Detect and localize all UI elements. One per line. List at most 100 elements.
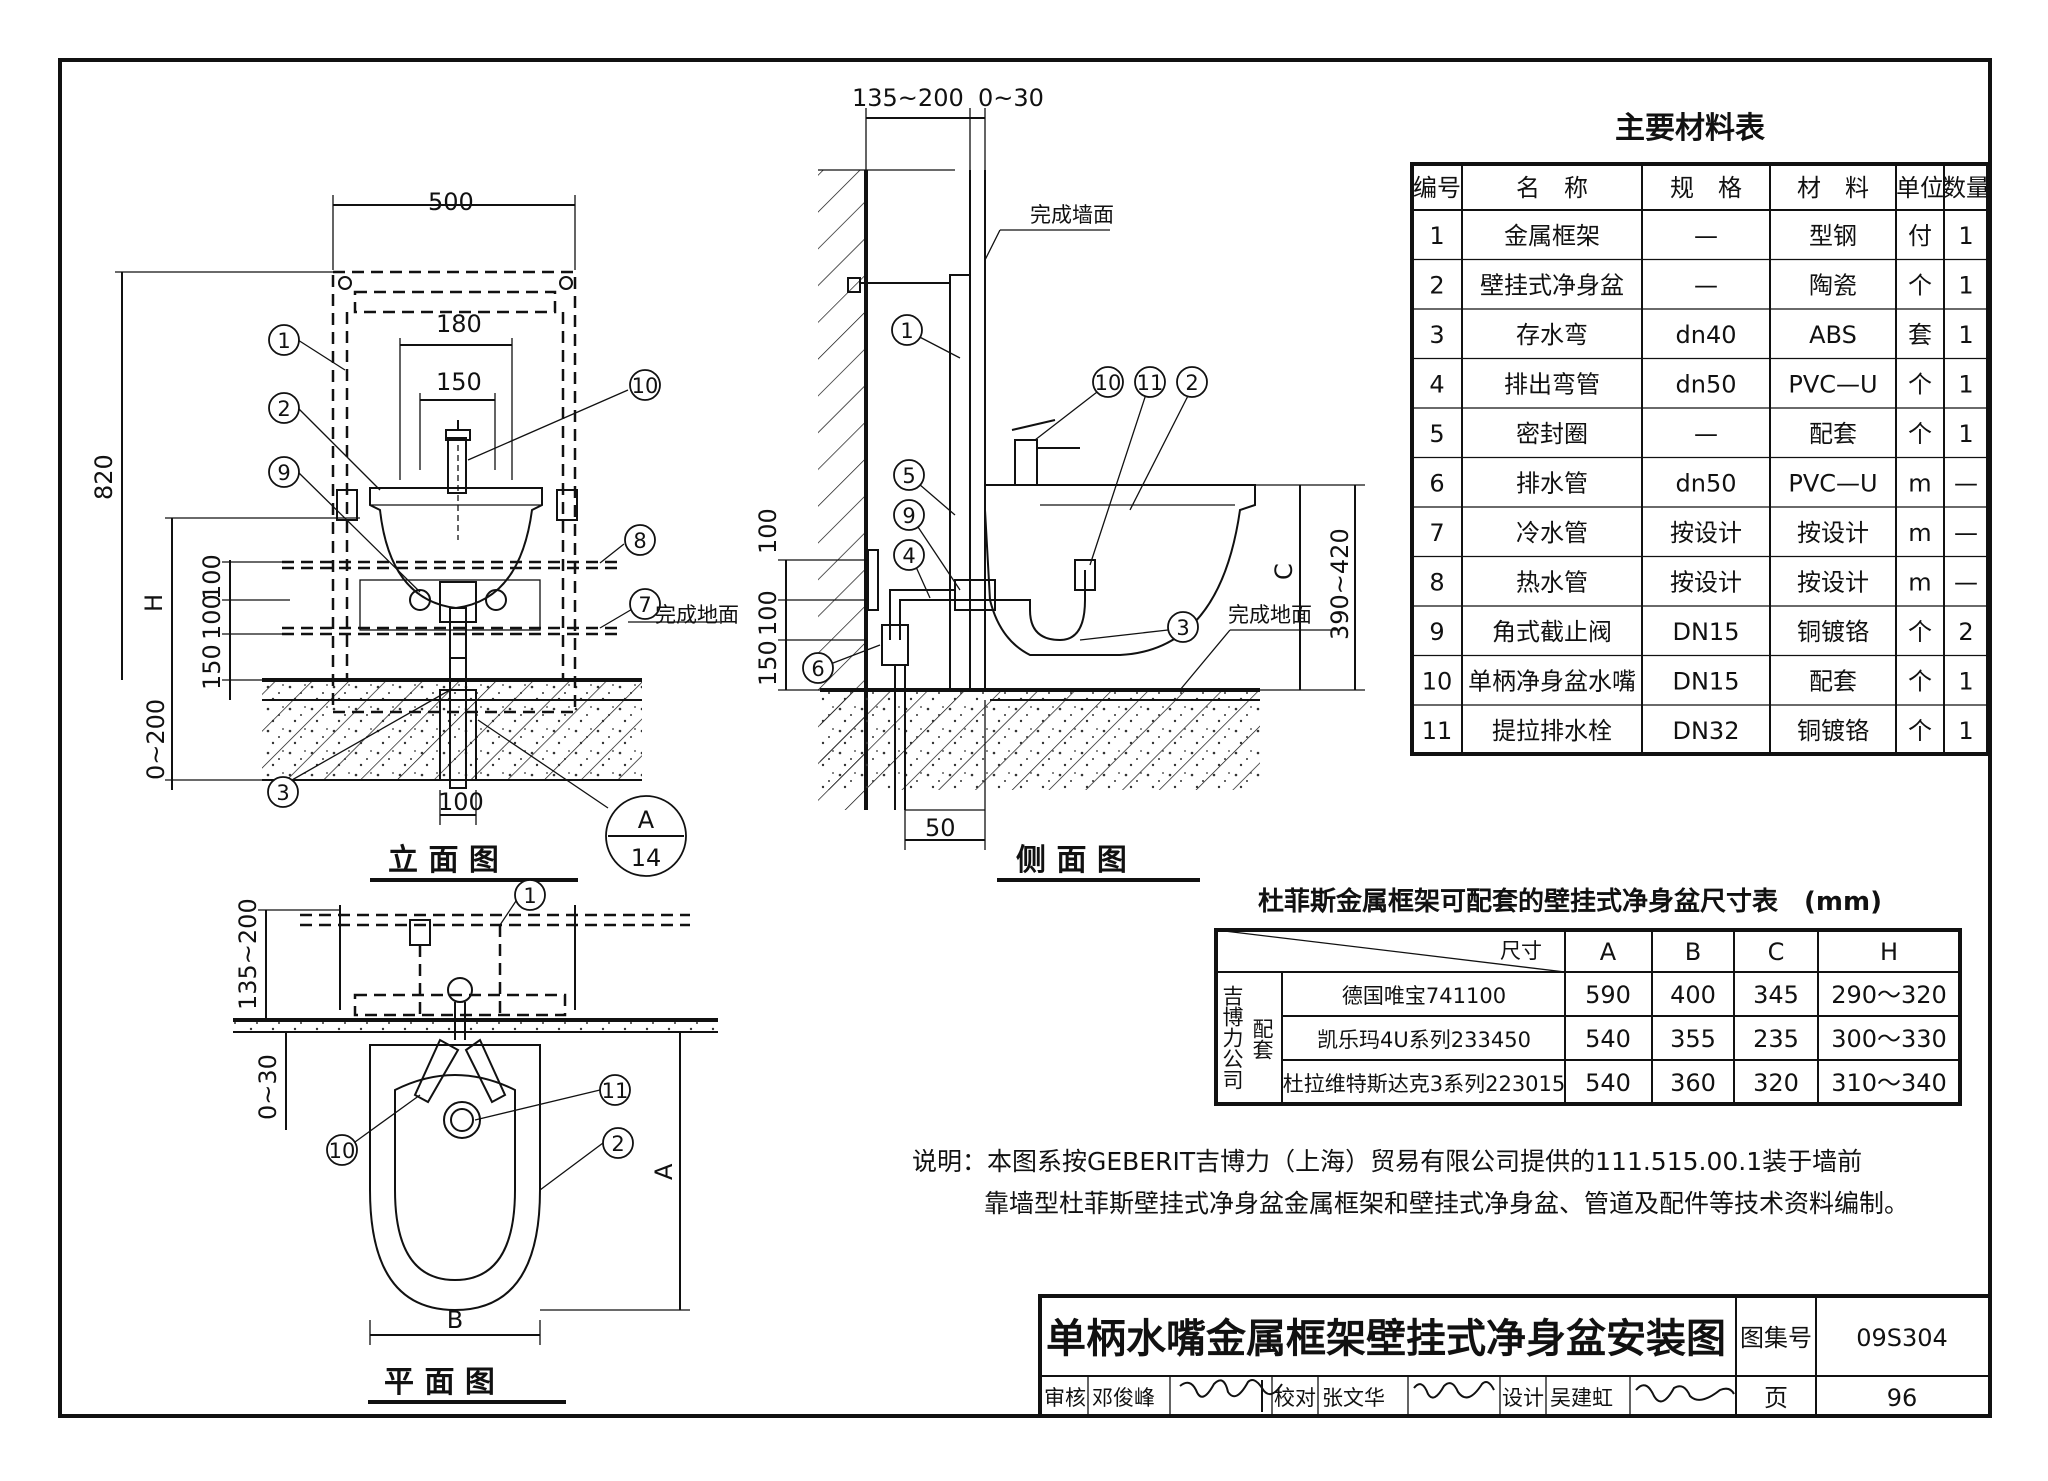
front-callout-10	[629, 369, 661, 401]
front-callout-2-text: 2	[277, 397, 290, 421]
size-cell: 540	[1585, 1025, 1631, 1053]
side-dim-top2: 0~30	[978, 84, 1044, 112]
side-callout-2	[1176, 366, 1208, 398]
materials-cell: 套	[1908, 321, 1932, 349]
size-cell: 590	[1585, 981, 1631, 1009]
materials-cell: 单柄净身盆水嘴	[1468, 668, 1636, 696]
materials-cell: 2	[1429, 272, 1444, 300]
materials-cell: dn50	[1676, 470, 1737, 498]
checker-name: 张文华	[1322, 1386, 1385, 1410]
front-dim-180: 180	[436, 310, 482, 338]
designer-name: 吴建虹	[1550, 1386, 1613, 1410]
materials-cell: 配套	[1809, 420, 1857, 448]
size-group-label-2: 配套	[1250, 1018, 1274, 1060]
materials-header-cell: 名 称	[1516, 174, 1588, 202]
side-dim-100b: 100	[754, 590, 782, 636]
materials-cell: 9	[1429, 618, 1444, 646]
materials-cell: —	[1694, 272, 1718, 300]
materials-cell: 4	[1429, 371, 1444, 399]
plan-callout-2-text: 2	[611, 1132, 624, 1156]
side-callout-6	[802, 652, 834, 684]
size-table-title: 杜菲斯金属框架可配套的壁挂式净身盆尺寸表 (mm)	[1258, 886, 1882, 917]
side-callout-1	[891, 314, 923, 346]
materials-cell: 2	[1958, 618, 1973, 646]
size-cell: 320	[1753, 1069, 1799, 1097]
side-dim-top1: 135~200	[852, 84, 964, 112]
side-callout-2-text: 2	[1185, 371, 1198, 395]
front-callout-1-text: 1	[277, 329, 290, 353]
side-dim-C: C	[1270, 563, 1298, 580]
page-number: 96	[1887, 1384, 1918, 1412]
materials-cell: 1	[1958, 420, 1973, 448]
materials-cell: 3	[1429, 321, 1444, 349]
materials-cell: dn40	[1676, 321, 1737, 349]
materials-header-cell: 数量	[1942, 174, 1990, 202]
side-callout-11-text: 11	[1137, 371, 1164, 395]
size-cell: 凯乐玛4U系列233450	[1317, 1028, 1531, 1052]
front-callout-3-text: 3	[276, 781, 289, 805]
materials-cell: ABS	[1809, 321, 1857, 349]
front-callout-1	[268, 324, 300, 356]
materials-header-cell: 单位	[1896, 174, 1944, 202]
front-callout-7	[629, 588, 661, 620]
size-header-cell: H	[1880, 938, 1898, 966]
side-callout-3-text: 3	[1176, 616, 1189, 640]
side-callout-5	[893, 459, 925, 491]
materials-cell: 7	[1429, 519, 1444, 547]
plan-dim-B: B	[447, 1306, 463, 1334]
size-cell: 360	[1670, 1069, 1716, 1097]
plan-callout-11	[599, 1074, 631, 1106]
size-table	[1214, 928, 1962, 1106]
check-label: 校对	[1274, 1386, 1316, 1410]
materials-cell: 5	[1429, 420, 1444, 448]
materials-cell: 陶瓷	[1809, 272, 1857, 300]
materials-cell: 个	[1908, 420, 1932, 448]
side-callout-9	[893, 499, 925, 531]
size-cell: 300～330	[1831, 1025, 1947, 1053]
materials-title: 主要材料表	[1615, 111, 1765, 146]
materials-cell: 1	[1958, 371, 1973, 399]
drawing-title: 单柄水嘴金属框架壁挂式净身盆安装图	[1046, 1316, 1726, 1362]
atlas-label: 图集号	[1740, 1324, 1812, 1352]
front-dim-width: 500	[428, 188, 474, 216]
size-header-cell: C	[1768, 938, 1785, 966]
front-callout-3	[267, 776, 299, 808]
materials-cell: DN15	[1673, 668, 1740, 696]
materials-cell: dn50	[1676, 371, 1737, 399]
plan-callout-2	[602, 1127, 634, 1159]
front-callout-9	[268, 456, 300, 488]
materials-cell: 按设计	[1670, 569, 1742, 597]
side-wall-label: 完成墙面	[1030, 203, 1114, 227]
materials-header-cell: 材 料	[1797, 174, 1869, 202]
front-callout-10-text: 10	[632, 374, 659, 398]
plan-dim-135-200: 135~200	[234, 898, 262, 1010]
materials-cell: 个	[1908, 371, 1932, 399]
materials-cell: PVC—U	[1788, 371, 1877, 399]
materials-table	[1410, 162, 1990, 756]
size-cell: 德国唯宝741100	[1342, 984, 1506, 1008]
materials-cell: m	[1908, 519, 1931, 547]
side-callout-5-text: 5	[902, 464, 915, 488]
materials-cell: 型钢	[1809, 222, 1857, 250]
review-label: 审核	[1044, 1386, 1086, 1410]
front-floor-label: 完成地面	[655, 603, 739, 627]
size-cell: 杜拉维特斯达克3系列223015	[1283, 1072, 1566, 1096]
size-cell: 400	[1670, 981, 1716, 1009]
side-callout-11	[1134, 366, 1166, 398]
front-dim-150b: 150	[198, 644, 226, 690]
materials-cell: —	[1694, 222, 1718, 250]
materials-cell: 角式截止阀	[1492, 618, 1612, 646]
front-dim-H: H	[140, 594, 168, 612]
front-dim-150: 150	[436, 368, 482, 396]
materials-header-cell: 规 格	[1670, 174, 1742, 202]
materials-cell: DN32	[1673, 717, 1740, 745]
size-table-corner: 尺寸	[1500, 939, 1542, 963]
materials-header-cell: 编号	[1413, 174, 1461, 202]
materials-cell: 排水管	[1516, 470, 1588, 498]
materials-cell: 1	[1958, 272, 1973, 300]
front-callout-8	[624, 524, 656, 556]
front-dim-820: 820	[90, 454, 118, 500]
materials-cell: PVC—U	[1788, 470, 1877, 498]
materials-cell: 铜镀铬	[1797, 618, 1869, 646]
